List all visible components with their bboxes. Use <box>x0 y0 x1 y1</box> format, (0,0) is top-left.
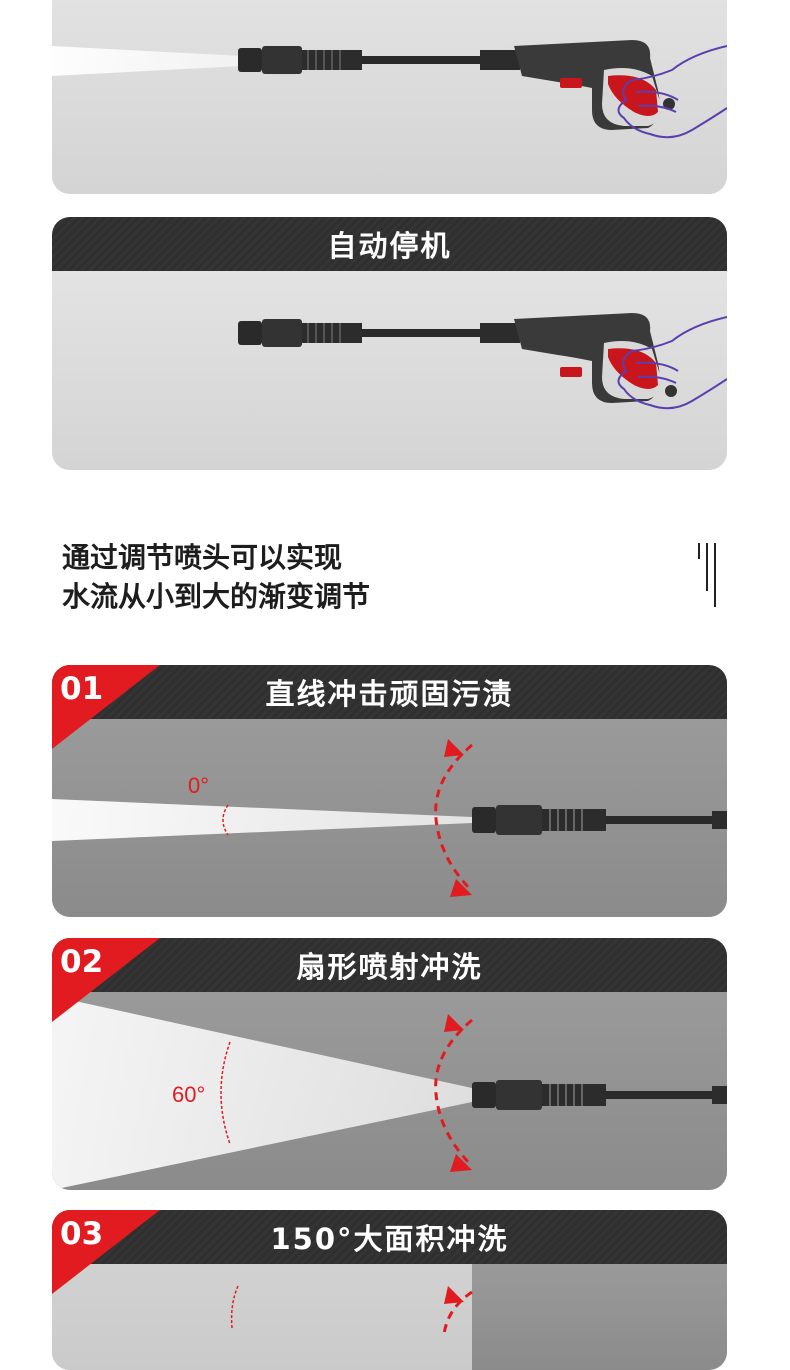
intro-line-1: 通过调节喷头可以实现 <box>62 541 343 574</box>
mode-01-body: 0° <box>52 719 727 917</box>
auto-stop-title: 自动停机 <box>52 217 727 271</box>
spray-on-panel-body <box>52 0 727 194</box>
hand-outline-icon <box>617 45 727 139</box>
water-jet-icon <box>52 46 242 76</box>
spray-angle-label: 0° <box>188 773 210 798</box>
mode-02-panel: 02 扇形喷射冲洗 60° <box>52 938 727 1190</box>
mode-03-body <box>52 1264 727 1370</box>
mode-02-title: 扇形喷射冲洗 <box>52 938 727 992</box>
rotate-arrows-icon <box>442 1286 473 1335</box>
spray-gun-icon <box>472 1080 727 1110</box>
spray-gun-icon <box>238 313 677 403</box>
decorative-lines-icon <box>698 543 716 607</box>
spray-angle-label: 60° <box>172 1082 206 1107</box>
mode-number: 02 <box>60 944 104 980</box>
rotate-arrows-icon <box>434 739 474 897</box>
mode-03-title: 150°大面积冲洗 <box>52 1210 727 1264</box>
intro-text: 通过调节喷头可以实现 水流从小到大的渐变调节 <box>62 538 370 616</box>
water-jet-icon <box>52 996 472 1190</box>
spray-gun-icon <box>472 805 727 835</box>
intro-line-2: 水流从小到大的渐变调节 <box>62 580 371 613</box>
mode-03-panel: 03 150°大面积冲洗 <box>52 1210 727 1370</box>
mode-02-body: 60° <box>52 992 727 1190</box>
hand-outline-icon <box>617 316 727 410</box>
rotate-arrows-icon <box>434 1014 474 1172</box>
spray-gun-icon <box>238 40 675 130</box>
mode-01-title: 直线冲击顽固污渍 <box>52 665 727 719</box>
spray-on-panel <box>52 0 727 194</box>
mode-number: 03 <box>60 1216 104 1252</box>
auto-stop-panel-body <box>52 271 727 470</box>
auto-stop-panel: 自动停机 <box>52 217 727 470</box>
water-jet-icon <box>52 799 472 841</box>
mode-number: 01 <box>60 671 104 707</box>
mode-01-panel: 01 直线冲击顽固污渍 0° <box>52 665 727 917</box>
